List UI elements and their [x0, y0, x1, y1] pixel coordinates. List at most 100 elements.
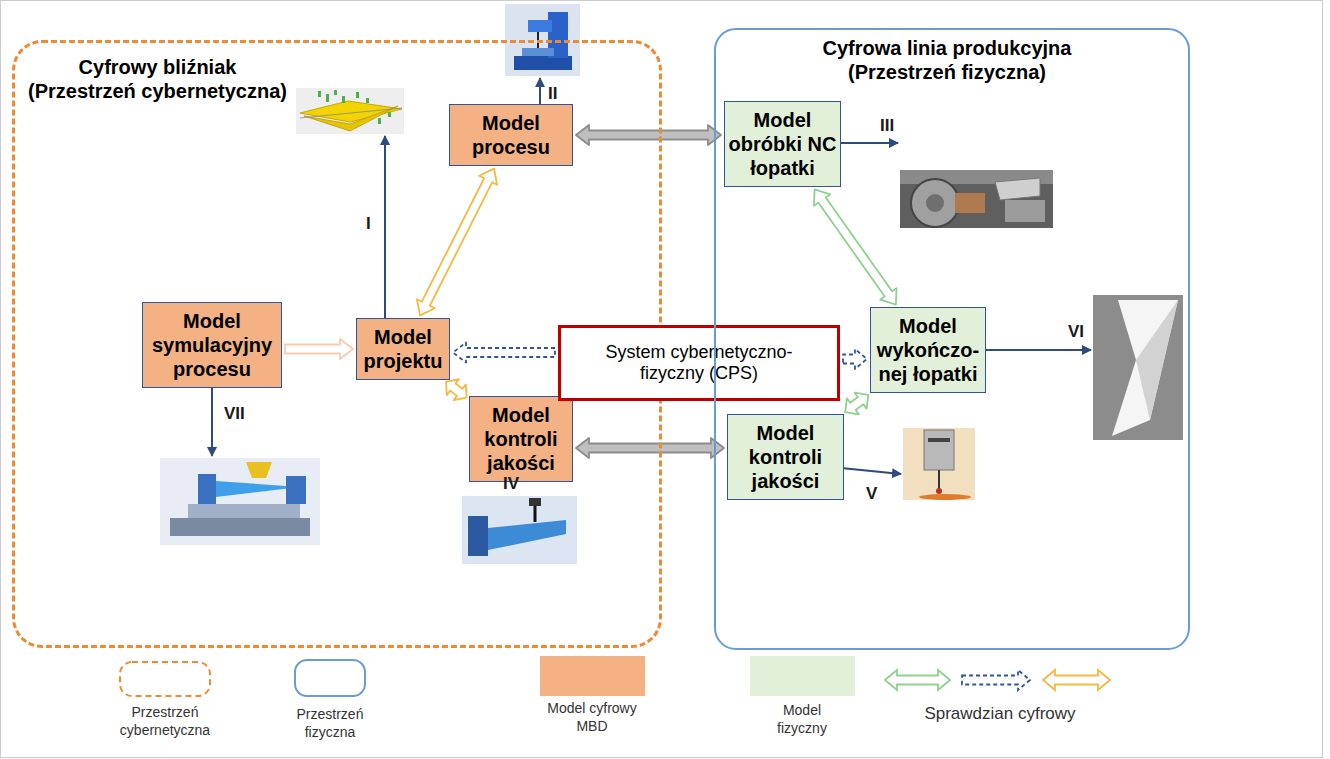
- probe-photo: [936, 488, 942, 494]
- machine-model-picture: [514, 56, 572, 70]
- physical-model-box: Model obróbki NC łopatki: [724, 101, 841, 187]
- lathe-photo: [900, 170, 1053, 228]
- legend-text: Sprawdzian cyfrowy: [890, 703, 1110, 724]
- lathe-photo: [926, 194, 944, 212]
- machine-model-picture: [505, 4, 580, 76]
- physical-model-box: Model wykończo- nej łopatki: [870, 307, 986, 393]
- leader-arrow: [838, 142, 898, 144]
- inspection-model-picture: [462, 496, 577, 564]
- leader-arrow: [384, 136, 386, 320]
- box-label: Model kontroli jakości: [470, 403, 572, 475]
- region-panel: Cyfrowa linia produkcyjna (Przestrzeń fi…: [714, 28, 1190, 650]
- inspection-model-picture: [462, 496, 577, 564]
- simulation-model-picture: [198, 474, 216, 504]
- connector-arrow: [576, 125, 721, 145]
- finished-blade-photo: [1093, 295, 1183, 440]
- blade-surface-picture: [318, 91, 321, 97]
- inspection-model-picture: [468, 516, 488, 556]
- digital-model-box: Model procesu: [449, 104, 573, 166]
- connector-arrow: [814, 189, 897, 304]
- box-label: Model symulacyjny procesu: [143, 309, 281, 381]
- blade-surface-picture: [342, 96, 345, 103]
- inspection-model-picture: [529, 498, 541, 506]
- legend-text: Model fizyczny: [767, 702, 837, 737]
- leader-arrow: [841, 468, 901, 474]
- finished-blade-photo: [1093, 295, 1183, 440]
- legend-text: Przestrzeń cybernetyczna: [105, 704, 225, 739]
- box-label: Model wykończo- nej łopatki: [871, 314, 985, 386]
- physical-model-box: Model kontroli jakości: [727, 414, 844, 500]
- simulation-model-picture: [246, 462, 272, 478]
- probe-photo: [903, 428, 975, 500]
- legend-sample: [885, 670, 950, 690]
- callout-number: II: [548, 84, 557, 104]
- lathe-photo: [1005, 200, 1045, 222]
- blade-surface-picture: [296, 88, 404, 134]
- simulation-model-picture: [160, 458, 320, 545]
- region-panel: Cyfrowy bliźniak (Przestrzeń cybernetycz…: [12, 40, 662, 648]
- probe-photo: [919, 494, 971, 500]
- connector-arrow: [417, 169, 497, 316]
- box-label: Model projektu: [357, 325, 449, 373]
- legend-sample: [1043, 670, 1110, 690]
- system-box: System cybernetyczno- fizyczny (CPS): [558, 325, 840, 401]
- blade-surface-picture: [334, 90, 337, 95]
- blade-surface-picture: [300, 108, 402, 118]
- machine-model-picture: [505, 4, 580, 76]
- legend-sample: [120, 662, 210, 696]
- machine-model-picture: [528, 20, 552, 32]
- blade-surface-picture: [326, 94, 329, 102]
- region-title: Cyfrowa linia produkcyjna (Przestrzeń fi…: [797, 36, 1097, 84]
- connector-arrow: [285, 339, 353, 359]
- legend-text: Model cyfrowy MBD: [547, 700, 637, 735]
- probe-photo: [903, 428, 975, 500]
- legend-swatch: [540, 656, 645, 696]
- box-label: Model procesu: [450, 111, 572, 159]
- finished-blade-photo: [1112, 300, 1178, 436]
- box-label: Model obróbki NC łopatki: [725, 108, 840, 180]
- leader-arrow: [979, 349, 1091, 351]
- callout-number: I: [366, 214, 371, 234]
- inspection-model-picture: [488, 520, 566, 550]
- leader-arrow: [211, 384, 213, 456]
- blade-surface-picture: [388, 112, 391, 117]
- probe-photo: [938, 470, 940, 490]
- callout-number: IV: [503, 474, 519, 494]
- box-label: Model kontroli jakości: [728, 421, 843, 493]
- leader-arrow: [212, 78, 1091, 474]
- connector-arrow: [453, 343, 555, 363]
- simulation-model-picture: [160, 458, 320, 545]
- digital-model-box: Model symulacyjny procesu: [142, 302, 282, 388]
- blade-surface-picture: [356, 92, 359, 98]
- legend-swatch: [750, 656, 855, 696]
- simulation-model-picture: [188, 504, 300, 518]
- machine-model-picture: [522, 48, 554, 56]
- lathe-photo: [995, 178, 1040, 200]
- lathe-photo: [911, 179, 959, 227]
- simulation-model-picture: [170, 518, 310, 536]
- lathe-photo: [900, 170, 1053, 228]
- digital-model-box: Model projektu: [356, 318, 450, 380]
- machine-model-picture: [537, 32, 539, 48]
- legend-sample: [120, 660, 1110, 696]
- region-title: Cyfrowy bliźniak (Przestrzeń cybernetycz…: [25, 55, 290, 103]
- lathe-photo: [955, 193, 985, 213]
- box-label: System cybernetyczno- fizyczny (CPS): [589, 342, 809, 383]
- callout-number: V: [866, 484, 877, 504]
- connector-arrow: [845, 393, 868, 415]
- callout-number: VI: [1068, 322, 1084, 342]
- blade-surface-picture: [378, 118, 381, 124]
- legend-sample: [295, 660, 365, 696]
- simulation-model-picture: [286, 476, 306, 504]
- digital-model-box: Model kontroli jakości: [469, 396, 573, 482]
- finished-blade-photo: [1136, 300, 1178, 420]
- connector-arrow: [843, 349, 867, 369]
- legend-text: Przestrzeń fizyczna: [285, 706, 375, 741]
- blade-surface-picture: [366, 98, 369, 103]
